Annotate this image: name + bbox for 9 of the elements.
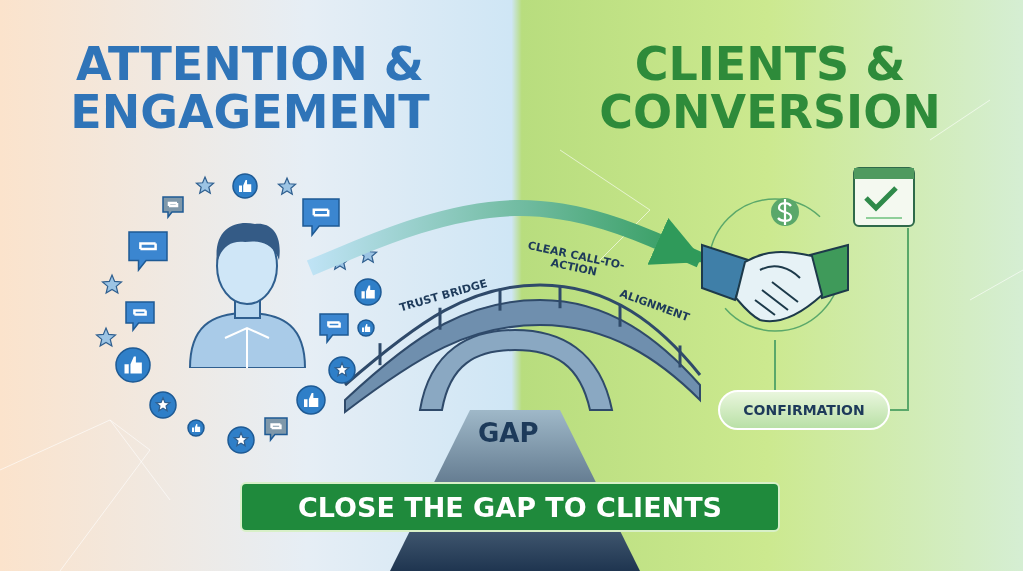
bridge-label: CLEAR CALL-TO-ACTION — [525, 238, 627, 281]
checkmark-window-icon — [852, 166, 916, 228]
connector-line — [889, 227, 909, 411]
heading: ATTENTION & ENGAGEMENT — [69, 40, 431, 137]
connector-line — [774, 339, 776, 391]
banner: CLOSE THE GAP TO CLIENTS — [240, 482, 780, 532]
gap-label: GAP — [478, 420, 539, 448]
status-pill: CONFIRMATION — [718, 390, 890, 430]
heading: CLIENTS & CONVERSION — [598, 40, 942, 137]
